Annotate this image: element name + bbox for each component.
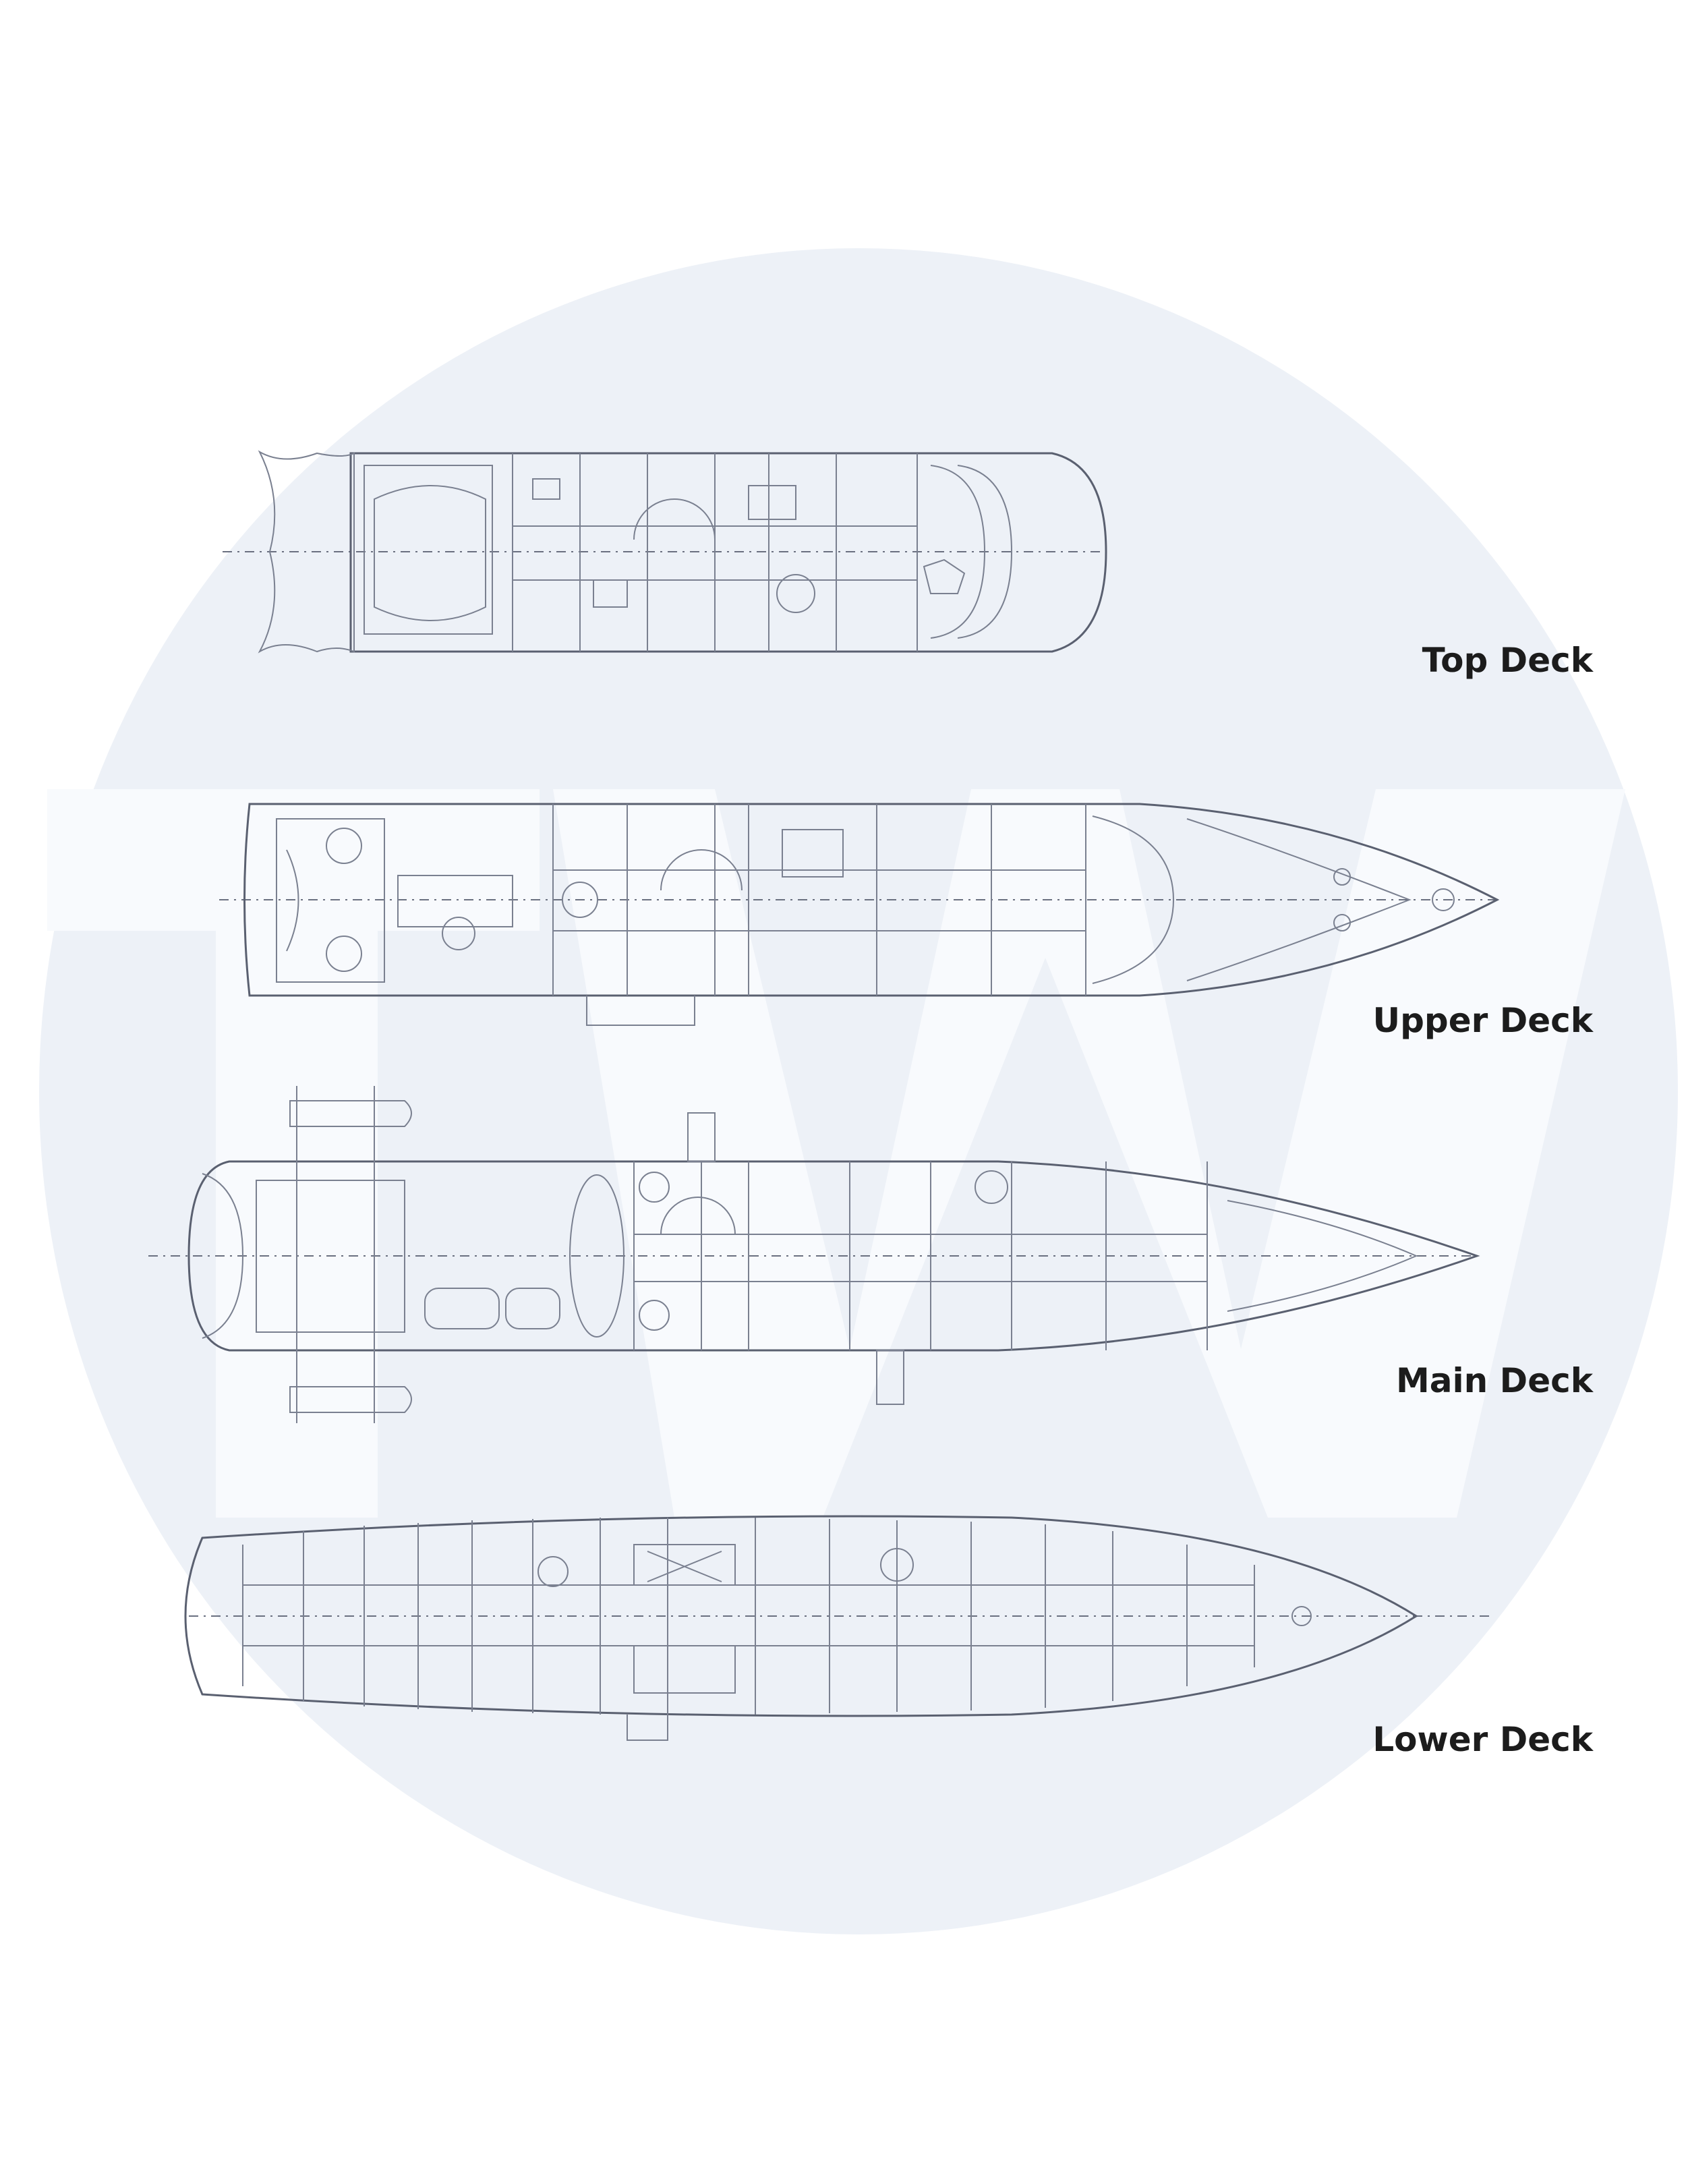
deck-label-main: Main Deck [1396,1361,1593,1400]
lower-deck-plan [184,1515,1494,1741]
deck-label-top: Top Deck [1422,641,1593,680]
main-deck-plan [148,1086,1480,1423]
upper-deck-plan [219,803,1501,1026]
top-deck-plan [223,450,1107,654]
deck-label-lower: Lower Deck [1372,1720,1593,1759]
deck-label-upper: Upper Deck [1372,1001,1593,1040]
